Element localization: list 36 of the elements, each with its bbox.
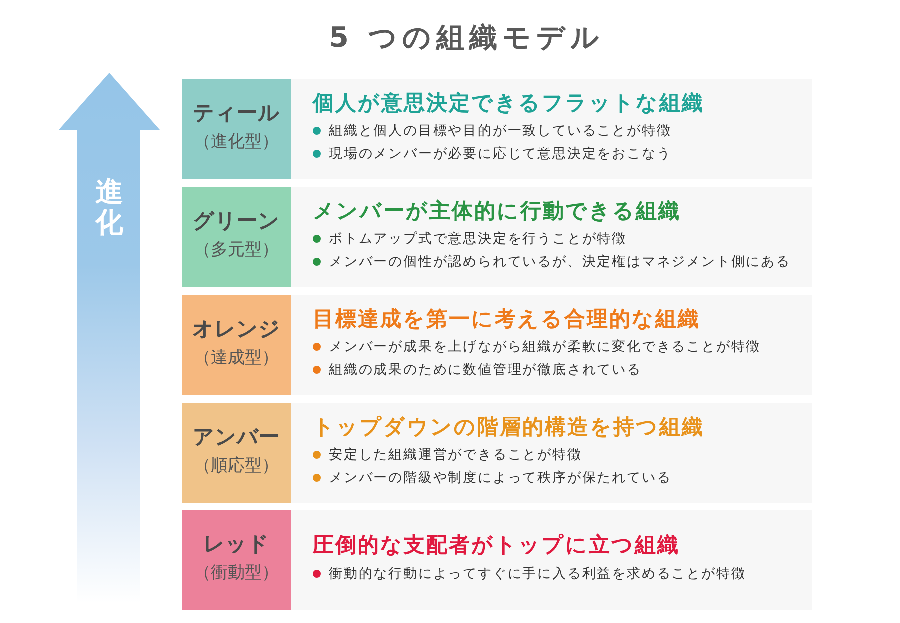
description-panel xyxy=(291,79,812,179)
bullet-text: 組織と個人の目標や目的が一致していることが特徴 xyxy=(329,122,672,141)
model-name-box xyxy=(182,79,291,179)
bullet-text: 組織の成果のために数値管理が徹底されている xyxy=(329,361,642,380)
model-type: （達成型） xyxy=(194,347,279,370)
panel-heading: 圧倒的な支配者がトップに立つ組織 xyxy=(313,532,680,559)
model-name: ティール xyxy=(193,100,280,127)
model-type: （順応型） xyxy=(194,455,279,478)
model-type: （衝動型） xyxy=(194,562,279,585)
panel-heading: 目標達成を第一に考える合理的な組織 xyxy=(313,306,700,332)
diagram-title: 5 つの組織モデル xyxy=(328,20,606,56)
description-panel xyxy=(291,187,812,287)
panel-heading: メンバーが主体的に行動できる組織 xyxy=(313,198,681,224)
model-name: オレンジ xyxy=(192,316,280,343)
description-panel xyxy=(291,403,812,503)
bullet-text: 現場のメンバーが必要に応じて意思決定をおこなう xyxy=(329,145,672,164)
model-name-box xyxy=(182,403,291,503)
arrow-label: 進化 xyxy=(96,177,124,239)
model-type: （多元型） xyxy=(194,239,279,262)
model-name-box xyxy=(182,510,291,610)
bullet-text: メンバーが成果を上げながら組織が柔軟に変化できることが特徴 xyxy=(329,338,762,357)
bullet-text: メンバーの個性が認められているが、決定権はマネジメント側にある xyxy=(329,253,791,272)
bullet-text: 衝動的な行動によってすぐに手に入る利益を求めることが特徴 xyxy=(329,564,746,584)
bullet-text: ボトムアップ式で意思決定を行うことが特徴 xyxy=(329,230,627,249)
panel-heading: 個人が意思決定できるフラットな組織 xyxy=(313,90,704,116)
panel-heading: トップダウンの階層的構造を持つ組織 xyxy=(313,414,704,440)
model-name: アンバー xyxy=(193,424,280,451)
bullet-text: 安定した組織運営ができることが特徴 xyxy=(329,446,582,465)
model-name: レッド xyxy=(204,531,270,558)
description-panel xyxy=(291,510,812,610)
model-name-box xyxy=(182,295,291,395)
model-name: グリーン xyxy=(193,208,280,235)
description-panel xyxy=(291,295,812,395)
model-type: （進化型） xyxy=(194,131,279,154)
bullet-text: メンバーの階級や制度によって秩序が保たれている xyxy=(329,469,672,488)
model-name-box xyxy=(182,187,291,287)
